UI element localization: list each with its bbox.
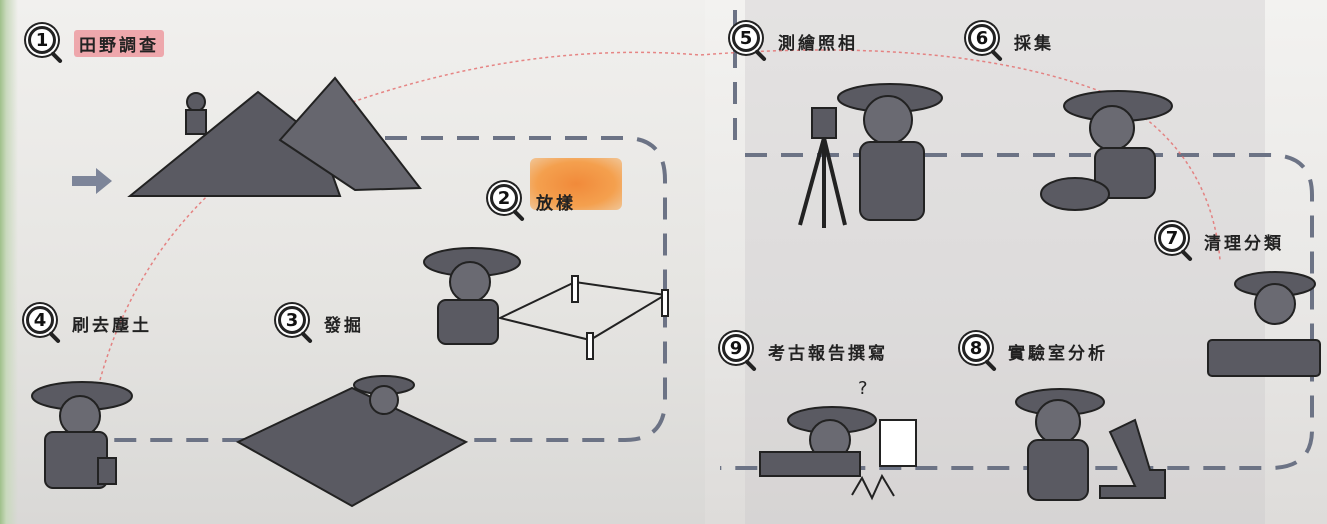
- step-9: 9 考古報告撰寫: [722, 334, 888, 372]
- step-7-label: 清理分類: [1204, 233, 1284, 254]
- step-3-label: 發掘: [324, 315, 364, 336]
- step-6-label: 採集: [1014, 33, 1054, 54]
- magnifier-icon: 3: [278, 306, 313, 344]
- step-5-label: 測繪照相: [778, 33, 858, 54]
- step-3: 3 發掘: [278, 306, 364, 344]
- step-7: 7 清理分類: [1158, 224, 1284, 262]
- magnifier-icon: 1: [28, 26, 63, 64]
- magnifier-icon: 8: [962, 334, 997, 372]
- magnifier-icon: 4: [26, 306, 61, 344]
- right-panel: [705, 0, 1327, 524]
- collecting-figure: [1040, 90, 1173, 211]
- arrow-right-icon: [72, 168, 112, 194]
- step-2-label: 放樣: [536, 193, 576, 214]
- lab-figure: [1015, 388, 1166, 501]
- step-4: 4 刷去塵土: [26, 306, 152, 344]
- magnifier-icon: 9: [722, 334, 757, 372]
- stakes-and-string: [497, 275, 669, 360]
- microscope-icon: [1099, 418, 1166, 499]
- step-5: 5 測繪照相: [732, 24, 858, 62]
- step-9-label: 考古報告撰寫: [768, 343, 888, 364]
- magnifier-icon: 7: [1158, 224, 1193, 262]
- step-1: 1 田野調查: [28, 26, 164, 64]
- cleaning-figure: [1207, 271, 1321, 377]
- question-mark-icon: ?: [858, 378, 868, 399]
- magnifier-icon: 6: [968, 24, 1003, 62]
- step-8-label: 實驗室分析: [1008, 343, 1108, 364]
- excavation-pit: [235, 375, 469, 508]
- surveyor-figure: [423, 247, 521, 345]
- step-1-label: 田野調查: [74, 29, 164, 57]
- orange-highlight: [530, 158, 622, 210]
- green-margin-strip: [0, 0, 18, 524]
- magnifier-icon: 2: [490, 184, 525, 222]
- mountains-illustration: [127, 76, 422, 197]
- step-6: 6 採集: [968, 24, 1054, 62]
- report-writing-figure: [759, 406, 917, 501]
- step-8: 8 實驗室分析: [962, 334, 1108, 372]
- step-2: 2 放樣: [490, 184, 576, 222]
- magnifier-icon: 5: [732, 24, 767, 62]
- tripod-figure: [798, 83, 943, 228]
- step-4-label: 刷去塵土: [72, 315, 152, 336]
- brushing-figure: [31, 381, 133, 489]
